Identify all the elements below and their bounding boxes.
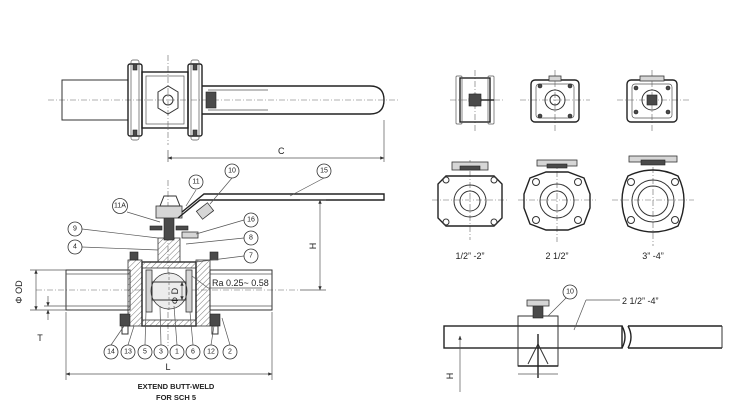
detail-dim-h-label: H <box>445 373 455 380</box>
end-view-small: 1/2” -2” <box>432 160 508 261</box>
size-label-medium: 2 1/2” <box>545 251 568 261</box>
dim-h-label: H <box>308 243 318 250</box>
dimension-t: T <box>37 296 66 343</box>
callout-1: 1 <box>175 349 179 356</box>
callout-13: 13 <box>124 349 132 356</box>
detail-callout-10: 10 <box>566 289 574 296</box>
dim-od-label: Φ OD <box>14 280 24 304</box>
callout-8: 8 <box>249 235 253 242</box>
title-line-1: EXTEND BUTT-WELD <box>138 382 215 391</box>
callout-10: 10 <box>228 168 236 175</box>
size-label-large: 3” -4” <box>642 251 664 261</box>
dim-t-label: T <box>37 333 43 343</box>
callout-15: 15 <box>320 168 328 175</box>
end-view-medium: 2 1/2” <box>518 159 596 261</box>
title-line-2: FOR SCH 5 <box>156 393 196 402</box>
top-view <box>48 55 400 145</box>
callout-16: 16 <box>247 217 255 224</box>
drawing-title: EXTEND BUTT-WELD FOR SCH 5 <box>138 382 215 402</box>
top-view-medium <box>520 70 590 132</box>
front-section-view <box>36 180 385 346</box>
dim-c-label: C <box>278 146 285 156</box>
callout-11: 11 <box>192 179 199 186</box>
dimension-l: L <box>65 312 273 380</box>
top-view-small <box>450 70 505 132</box>
callout-11a: 11A <box>114 203 126 210</box>
roughness-note: Ra 0.25~ 0.58 <box>191 275 269 289</box>
detail-view: 10 2 1/2” -4” H <box>443 284 723 392</box>
dimension-h-front: H <box>300 199 326 291</box>
roughness-label: Ra 0.25~ 0.58 <box>212 278 269 288</box>
top-view-large <box>617 70 690 132</box>
callout-7: 7 <box>249 253 253 260</box>
callout-12: 12 <box>207 349 215 356</box>
callout-9: 9 <box>73 226 77 233</box>
size-label-detail: 2 1/2” -4” <box>622 296 659 306</box>
callout-5: 5 <box>143 349 147 356</box>
dimension-d: Φ D <box>170 281 184 304</box>
callout-2: 2 <box>228 349 232 356</box>
callout-4: 4 <box>73 244 77 251</box>
callout-3: 3 <box>159 349 163 356</box>
part-callouts: 11 10 15 11A 16 9 8 4 7 14 13 5 <box>67 163 332 360</box>
dimension-c: C <box>167 120 385 162</box>
end-view-large: 3” -4” <box>612 155 694 261</box>
callout-6: 6 <box>191 349 195 356</box>
size-label-small: 1/2” -2” <box>455 251 484 261</box>
dim-d-label: Φ D <box>170 287 180 304</box>
dim-l-label: L <box>165 362 170 372</box>
callout-14: 14 <box>107 349 115 356</box>
